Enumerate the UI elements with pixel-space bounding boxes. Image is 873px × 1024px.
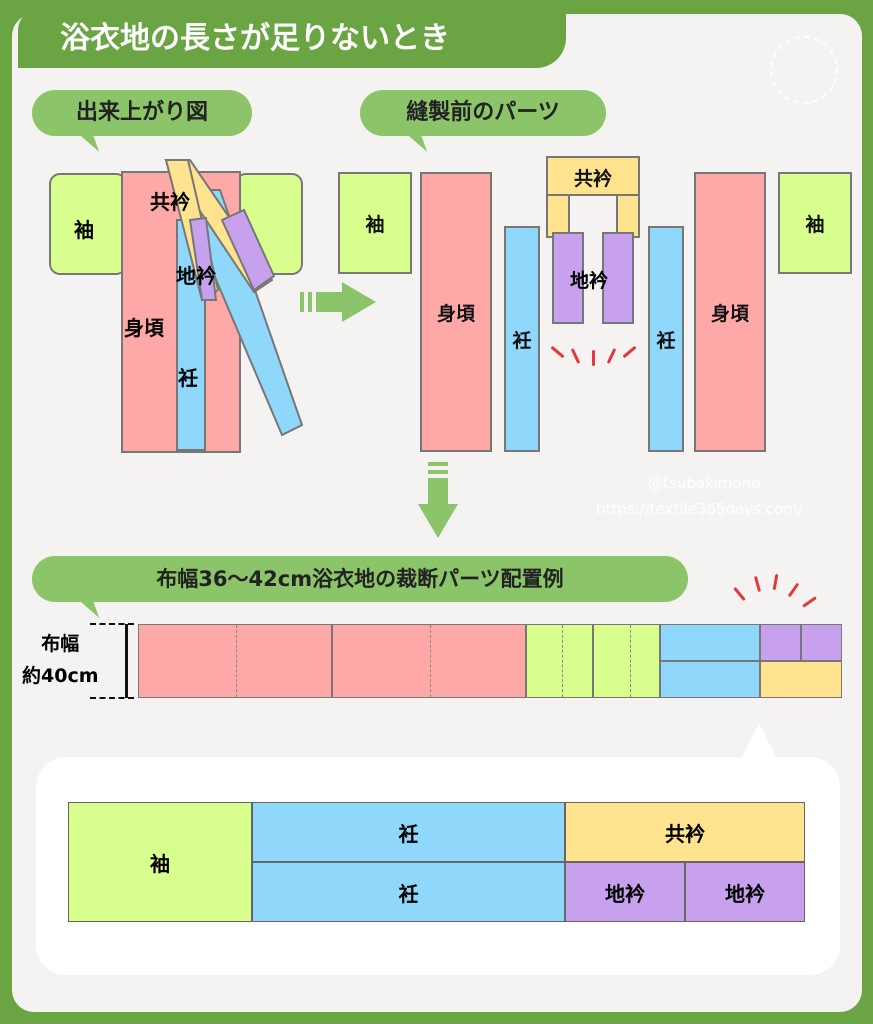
strip-sode-2 [593,624,660,698]
part-sode-right: 袖 [778,172,852,274]
watermark-url: https://textile365days.com/ [596,500,803,518]
part-jieri-left [552,232,584,324]
parts-label-jieri: 地衿 [570,270,609,292]
strip-migoro-2 [332,624,526,698]
fold-line [630,625,631,697]
fold-line [236,625,237,697]
part-okumi-right: 衽 [648,226,684,452]
width-arrow-icon [125,624,128,698]
detail-jieri-2: 地衿 [685,862,805,922]
strip-tomoeri [760,661,842,698]
arrow-down-icon [418,462,458,538]
kimono-label-migoro: 身頃 [124,316,164,340]
fabric-width-label-1: 布幅 [41,633,80,655]
part-migoro-left: 身頃 [420,172,492,452]
page-title: 浴衣地の長さが足りないとき [18,10,566,68]
part-okumi-left: 衽 [504,226,540,452]
kimono-label-sode: 袖 [74,218,94,242]
strip-migoro-1 [138,624,332,698]
detail-okumi-2: 衽 [252,862,565,922]
arrow-right-icon [300,282,376,322]
detail-tomoeri: 共衿 [565,802,805,862]
watermark-handle: @tsubakimono [648,474,761,492]
fabric-width-label-2: 約40cm [22,665,99,687]
label-parts: 縫製前のパーツ [360,90,606,136]
strip-jieri-1 [760,624,801,661]
width-dash-bottom [90,697,134,699]
part-tomoeri-left-arm [546,194,570,238]
strip-sode-1 [526,624,593,698]
logo [770,36,838,104]
strip-okumi-2 [660,661,760,698]
fold-line [562,625,563,697]
part-migoro-right: 身頃 [694,172,766,452]
part-tomoeri-right-arm [616,194,640,238]
label-finished: 出来上がり図 [32,90,252,136]
kimono-label-tomoeri: 共衿 [150,190,190,214]
strip-jieri-2 [801,624,842,661]
detail-jieri-1: 地衿 [565,862,685,922]
detail-sode: 袖 [68,802,252,922]
part-tomoeri: 共衿 [546,156,640,196]
part-sode-left: 袖 [338,172,412,274]
label-layout: 布幅36〜42cm浴衣地の裁断パーツ配置例 [32,556,688,602]
width-dash-top [90,623,134,625]
strip-okumi-1 [660,624,760,661]
fold-line [430,625,431,697]
fabric-width-label: 布幅 約40cm [22,628,99,692]
part-jieri-right [602,232,634,324]
detail-okumi-1: 衽 [252,802,565,862]
kimono-illustration [49,159,304,453]
kimono-label-jieri: 地衿 [176,264,216,288]
kimono-label-okumi: 衽 [178,366,198,390]
